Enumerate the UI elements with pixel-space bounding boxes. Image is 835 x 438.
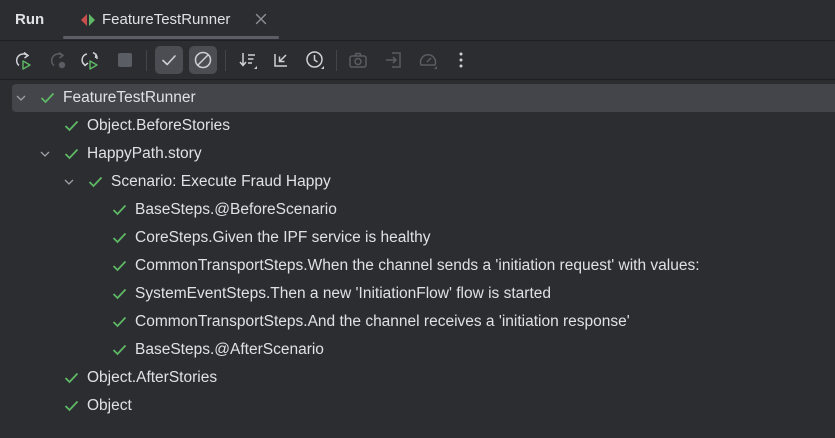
rerun-failed-icon <box>50 51 66 69</box>
rerun-failed-button[interactable] <box>44 46 72 74</box>
passed-check-icon <box>64 120 79 132</box>
passed-check-icon <box>112 204 127 216</box>
tree-node-step[interactable]: SystemEventSteps.Then a new 'InitiationF… <box>0 280 835 308</box>
ignored-icon <box>194 51 212 69</box>
passed-check-icon <box>64 372 79 384</box>
tree-node-label: BaseSteps.@BeforeScenario <box>135 201 337 218</box>
rerun-button[interactable] <box>9 46 37 74</box>
show-passed-toggle[interactable] <box>155 46 183 74</box>
check-icon <box>162 55 176 66</box>
sort-button[interactable] <box>234 46 262 74</box>
camera-icon <box>349 52 367 68</box>
tree-node-label: Object.BeforeStories <box>87 117 231 134</box>
show-ignored-toggle[interactable] <box>189 46 217 74</box>
collapse-all-button[interactable] <box>267 46 295 74</box>
test-runner-toolbar <box>0 41 835 80</box>
tree-node-feature-test-runner[interactable]: FeatureTestRunner <box>0 84 835 112</box>
tree-node-label: Scenario: Execute Fraud Happy <box>111 173 331 190</box>
more-vertical-icon <box>459 52 463 68</box>
chevron-down-icon[interactable] <box>39 148 51 160</box>
passed-check-icon <box>112 288 127 300</box>
tree-node-step[interactable]: BaseSteps.@AfterScenario <box>0 336 835 364</box>
sort-icon <box>239 53 257 69</box>
run-tool-window-title: Run <box>15 11 45 28</box>
screenshot-button[interactable] <box>344 46 372 74</box>
passed-check-icon <box>112 316 127 328</box>
active-tab-indicator <box>63 36 279 39</box>
passed-check-icon <box>64 400 79 412</box>
tool-window-header: Run FeatureTestRunner <box>0 0 835 41</box>
tree-node-label: CoreSteps.Given the IPF service is healt… <box>135 229 431 246</box>
profiler-button[interactable] <box>414 46 442 74</box>
jbehave-story-runner-icon <box>81 14 95 26</box>
tree-node-object-before-stories[interactable]: Object.BeforeStories <box>0 112 835 140</box>
stop-icon <box>118 53 132 67</box>
tab-title: FeatureTestRunner <box>102 11 231 28</box>
collapse-icon <box>274 54 287 67</box>
gauge-icon <box>419 54 437 69</box>
passed-check-icon <box>88 176 103 188</box>
tree-node-step[interactable]: CommonTransportSteps.And the channel rec… <box>0 308 835 336</box>
tree-node-label: CommonTransportSteps.And the channel rec… <box>135 313 630 330</box>
tree-node-label: SystemEventSteps.Then a new 'InitiationF… <box>135 285 551 302</box>
passed-check-icon <box>40 92 55 104</box>
tree-node-step[interactable]: CommonTransportSteps.When the channel se… <box>0 252 835 280</box>
toolbar-separator <box>225 50 226 71</box>
tree-node-label: CommonTransportSteps.When the channel se… <box>135 257 700 274</box>
passed-check-icon <box>112 344 127 356</box>
tree-node-label: Object <box>87 397 132 414</box>
passed-check-icon <box>64 148 79 160</box>
toolbar-separator <box>146 50 147 71</box>
tree-node-label: FeatureTestRunner <box>63 89 196 106</box>
tree-node-label: HappyPath.story <box>87 145 202 162</box>
clock-icon <box>306 51 324 69</box>
tree-node-step[interactable]: CoreSteps.Given the IPF service is healt… <box>0 224 835 252</box>
more-options-button[interactable] <box>447 46 475 74</box>
tree-node-object[interactable]: Object <box>0 392 835 420</box>
tree-node-happy-path-story[interactable]: HappyPath.story <box>0 140 835 168</box>
chevron-down-icon[interactable] <box>63 176 75 188</box>
tree-node-object-after-stories[interactable]: Object.AfterStories <box>0 364 835 392</box>
close-icon[interactable] <box>254 12 268 26</box>
passed-check-icon <box>112 232 127 244</box>
import-icon <box>386 52 401 68</box>
test-results-tree: FeatureTestRunner Object.BeforeStories H… <box>0 84 835 420</box>
rerun-icon <box>15 51 31 70</box>
import-tests-button[interactable] <box>380 46 408 74</box>
tree-node-scenario-execute-fraud-happy[interactable]: Scenario: Execute Fraud Happy <box>0 168 835 196</box>
toolbar-separator <box>336 50 337 71</box>
toggle-auto-test-button[interactable] <box>76 46 104 74</box>
stop-button[interactable] <box>111 46 139 74</box>
toggle-auto-test-icon <box>81 51 98 70</box>
test-history-button[interactable] <box>301 46 329 74</box>
passed-check-icon <box>112 260 127 272</box>
tree-node-label: BaseSteps.@AfterScenario <box>135 341 324 358</box>
tab-feature-test-runner[interactable]: FeatureTestRunner <box>63 0 279 40</box>
tree-node-label: Object.AfterStories <box>87 369 218 386</box>
chevron-down-icon[interactable] <box>15 92 27 104</box>
tree-node-step[interactable]: BaseSteps.@BeforeScenario <box>0 196 835 224</box>
